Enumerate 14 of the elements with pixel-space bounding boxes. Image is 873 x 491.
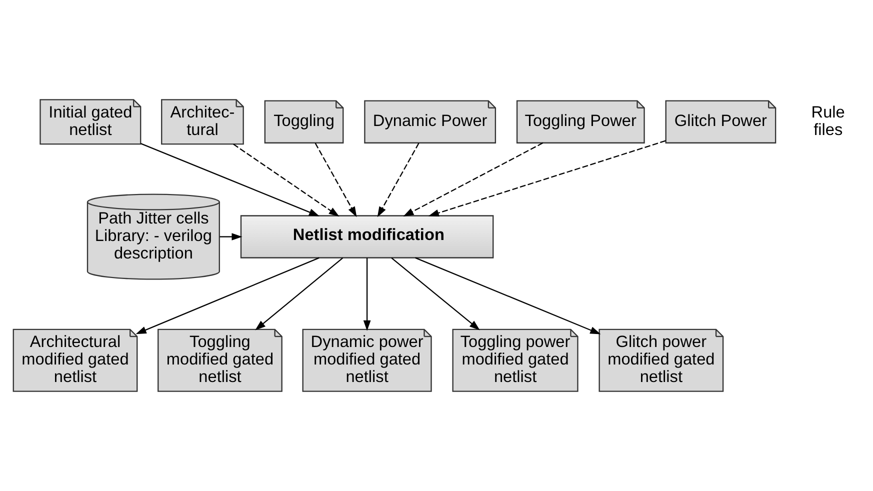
arrow (377, 142, 420, 218)
node-box: Netlist modification (240, 215, 494, 258)
arrow (428, 140, 666, 216)
arrow (391, 258, 480, 330)
arrow (314, 142, 357, 218)
label: Rule files (811, 103, 845, 139)
arrow (140, 143, 320, 216)
arrow (403, 142, 544, 217)
arrow (233, 144, 340, 217)
arrow (136, 257, 320, 334)
arrow (220, 233, 242, 240)
arrow (415, 257, 601, 334)
arrow (255, 258, 344, 330)
arrow (363, 258, 371, 331)
